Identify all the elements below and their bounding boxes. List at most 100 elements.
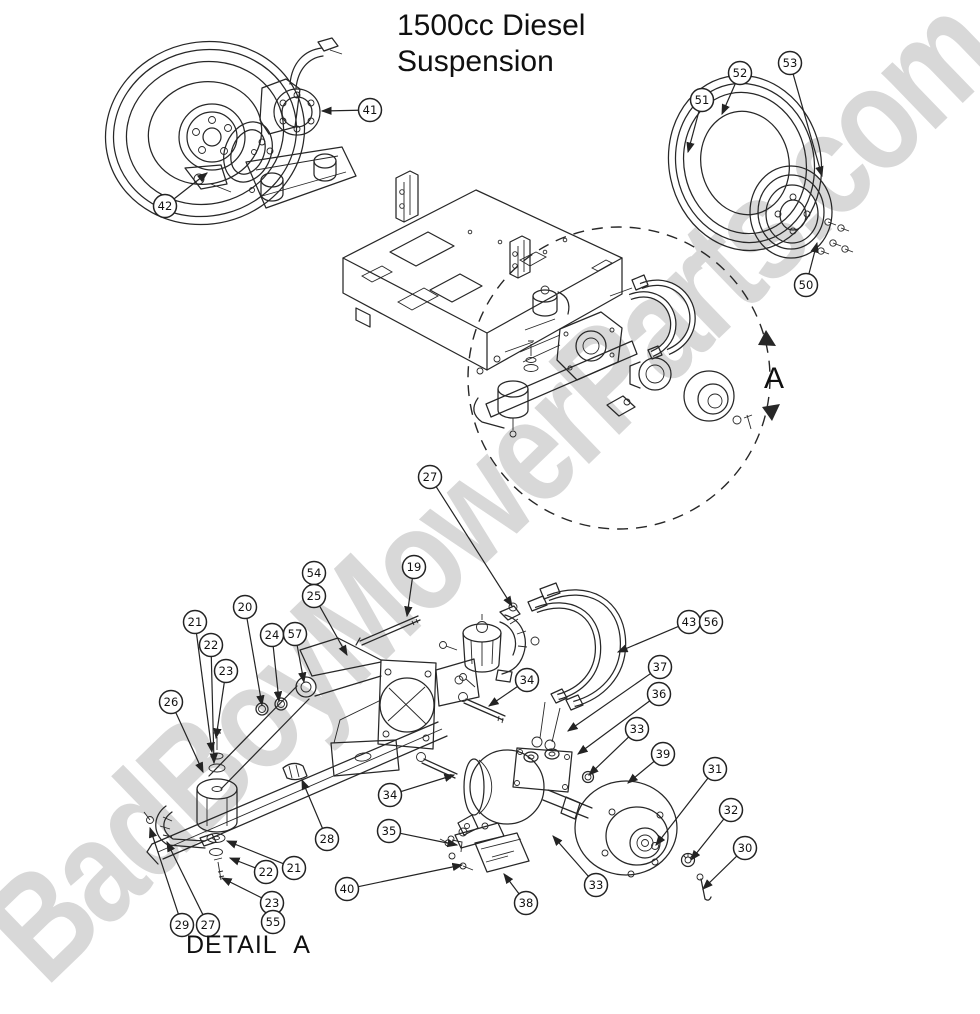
callout-number: 33 (630, 722, 645, 736)
chassis-frame-drawing (342, 170, 623, 371)
callout-circle-38 (513, 890, 539, 916)
callout-number: 42 (158, 199, 173, 213)
callout-number: 23 (219, 664, 234, 678)
callout-33: 33 (588, 716, 650, 776)
callout-number: 37 (653, 660, 668, 674)
callout-circle-56 (698, 609, 724, 635)
callout-22: 22 (198, 632, 224, 765)
callout-27: 27 (166, 840, 221, 938)
callout-circle-40 (334, 876, 360, 902)
diagram-title: 1500cc Diesel Suspension (397, 8, 585, 80)
callout-circle-23 (213, 658, 239, 684)
callout-21: 21 (182, 609, 215, 754)
callout-circle-33 (624, 716, 650, 742)
callout-circle-22 (253, 859, 279, 885)
callout-circle-26 (158, 689, 184, 715)
front-left-wheel-assembly-drawing (104, 37, 357, 226)
callout-number: 27 (423, 470, 438, 484)
callout-circle-51 (689, 87, 715, 113)
callout-number: 40 (340, 882, 355, 896)
callout-circle-50 (793, 272, 819, 298)
callout-number: 24 (265, 628, 280, 642)
callout-number: 28 (320, 832, 335, 846)
callout-22: 22 (228, 857, 279, 885)
callout-number: 22 (259, 865, 274, 879)
callout-number: 51 (695, 93, 710, 107)
callout-number: 39 (656, 747, 671, 761)
callout-circle-25 (301, 583, 327, 609)
callout-circle-57 (282, 621, 308, 647)
callout-number: 43 (682, 615, 697, 629)
callout-circle-34 (377, 782, 403, 808)
parts-diagram: 4142515253502719542520212223245726435637… (104, 37, 854, 938)
front-right-wheel-drawing (667, 74, 854, 259)
callout-52: 52 (721, 60, 753, 116)
callout-number: 53 (783, 56, 798, 70)
detail-a-label: DETAIL A (186, 931, 311, 959)
callout-25: 25 (301, 583, 348, 657)
callout-number: 34 (520, 673, 535, 687)
callout-circle-39 (650, 741, 676, 767)
callout-51: 51 (686, 87, 715, 154)
callout-circle-33 (583, 872, 609, 898)
callout-28: 28 (301, 778, 340, 852)
callout-40: 40 (334, 862, 464, 902)
callout-29: 29 (149, 826, 195, 938)
callout-50: 50 (793, 241, 819, 298)
callout-circle-42 (152, 193, 178, 219)
callout-20: 20 (232, 594, 265, 707)
callout-number: 55 (266, 915, 281, 929)
callout-number: 25 (307, 589, 322, 603)
callout-circle-21 (281, 855, 307, 881)
callout-32: 32 (690, 797, 744, 861)
callout-35: 35 (376, 818, 459, 848)
callout-31: 31 (655, 756, 728, 846)
callout-number: 21 (188, 615, 203, 629)
section-a-letter: A (764, 362, 785, 395)
callout-circle-22 (198, 632, 224, 658)
callout-53: 53 (777, 50, 824, 178)
callout-21: 21 (225, 840, 307, 881)
callout-number: 21 (287, 861, 302, 875)
callout-circle-35 (376, 818, 402, 844)
callout-30: 30 (702, 835, 758, 890)
callout-55: 55 (260, 909, 286, 935)
detail-arrow-bottom (762, 404, 780, 421)
detail-arrow-top (758, 330, 776, 346)
callout-number: 36 (652, 687, 667, 701)
callout-23: 23 (220, 877, 285, 916)
callout-number: 52 (733, 66, 748, 80)
callout-number: 38 (519, 896, 534, 910)
detail-a-inset-assembly-drawing (473, 274, 753, 438)
callout-circle-36 (646, 681, 672, 707)
callout-circle-29 (169, 912, 195, 938)
callout-38: 38 (503, 873, 539, 916)
callout-circle-30 (732, 835, 758, 861)
callout-41: 41 (320, 97, 383, 123)
callout-circle-52 (727, 60, 753, 86)
callout-27: 27 (417, 464, 513, 608)
callout-number: 54 (307, 566, 322, 580)
callout-circle-27 (417, 464, 443, 490)
callout-19: 19 (401, 554, 427, 618)
callout-number: 50 (799, 278, 814, 292)
callout-24: 24 (259, 622, 285, 703)
callout-36: 36 (577, 681, 672, 755)
callout-circle-27 (195, 912, 221, 938)
callout-circle-20 (232, 594, 258, 620)
callout-57: 57 (282, 621, 308, 684)
callout-number: 35 (382, 824, 397, 838)
callout-number: 32 (724, 803, 739, 817)
callout-circle-32 (718, 797, 744, 823)
callout-37: 37 (567, 654, 673, 732)
title-line-1: 1500cc Diesel (397, 9, 586, 42)
callout-number: 41 (363, 103, 378, 117)
callout-26: 26 (158, 689, 204, 774)
detail-view-circle (467, 226, 780, 530)
callout-number: 30 (738, 841, 753, 855)
title-line-2: Suspension (397, 45, 554, 78)
callout-number: 31 (708, 762, 723, 776)
callout-43: 43 (616, 609, 702, 653)
callout-39: 39 (627, 741, 676, 784)
callout-circle-55 (260, 909, 286, 935)
